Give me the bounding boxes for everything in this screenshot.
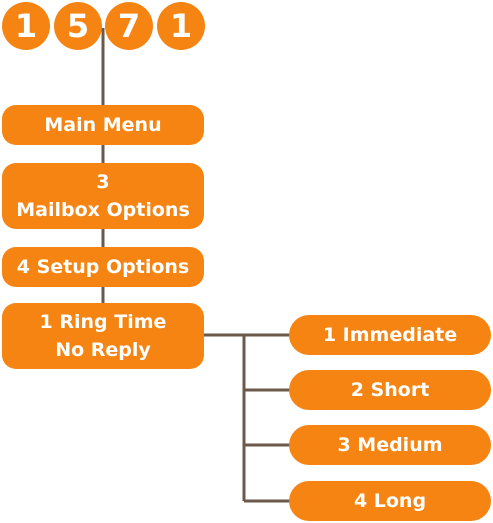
- choice-short-node: 2 Short: [289, 370, 491, 410]
- setup-options-label: 4 Setup Options: [16, 256, 190, 278]
- choice-immediate-node: 1 Immediate: [289, 315, 491, 355]
- ring-time-line1: 1 Ring Time: [39, 311, 167, 333]
- choice-label: 3 Medium: [337, 434, 443, 456]
- choice-label: 2 Short: [350, 379, 430, 401]
- choice-medium-node: 3 Medium: [289, 425, 491, 465]
- mailbox-options-label: Mailbox Options: [16, 199, 190, 221]
- dial-digit-3: 7: [105, 2, 153, 50]
- ring-time-node: 1 Ring Time No Reply: [2, 303, 204, 369]
- dial-digit-1: 1: [2, 2, 50, 50]
- choice-label: 1 Immediate: [322, 324, 458, 346]
- main-menu-label: Main Menu: [44, 114, 162, 136]
- dial-digit-2: 5: [54, 2, 102, 50]
- choice-label: 4 Long: [353, 490, 427, 512]
- setup-options-node: 4 Setup Options: [2, 247, 204, 287]
- mailbox-options-key: 3: [96, 171, 110, 193]
- choice-long-node: 4 Long: [289, 481, 491, 521]
- ring-time-line2: No Reply: [55, 339, 151, 361]
- mailbox-options-node: 3 Mailbox Options: [2, 163, 204, 229]
- main-menu-node: Main Menu: [2, 105, 204, 145]
- dial-digit-4: 1: [157, 2, 205, 50]
